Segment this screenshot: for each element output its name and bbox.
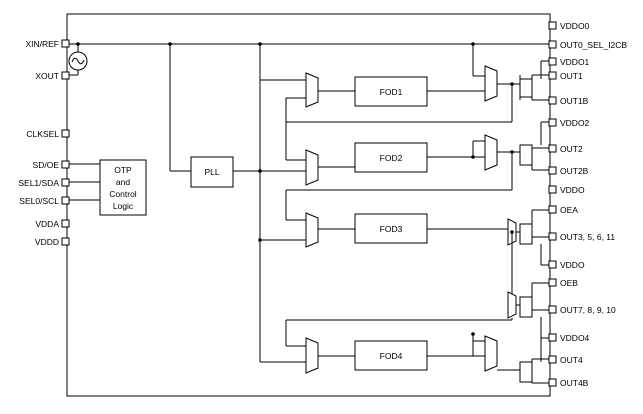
pin-label-out7: OUT7, 8, 9, 10 <box>560 305 616 315</box>
pin-out7 <box>548 305 557 314</box>
pin-vddd <box>61 237 70 246</box>
pin-out2 <box>548 144 557 153</box>
pin-label-sel1: SEL1/SDA <box>18 178 59 188</box>
pin-vddo2 <box>548 118 557 127</box>
otp-label-1: OTP <box>114 165 132 175</box>
pin-label-out3: OUT3, 5, 6, 11 <box>560 232 615 242</box>
pin-label-clksel: CLKSEL <box>26 129 59 139</box>
pin-xout <box>61 71 70 80</box>
out7-bank <box>286 282 549 339</box>
pin-label-vdda: VDDA <box>35 219 59 229</box>
pin-label-out2: OUT2 <box>560 144 583 154</box>
fod2-label: FOD2 <box>380 153 403 163</box>
pin-clksel <box>61 129 70 138</box>
pin-label-out1b: OUT1B <box>560 96 589 106</box>
pin-label-vddo4: VDDO4 <box>560 333 590 343</box>
pin-oea <box>548 205 557 214</box>
fod2-row: FOD2 <box>285 82 549 190</box>
pin-label-oea: OEA <box>560 205 578 215</box>
pin-sel0 <box>61 196 70 205</box>
fod1-row: FOD1 <box>260 42 549 108</box>
pin-label-vddo0: VDDO0 <box>560 21 590 31</box>
pin-label-vddo2: VDDO2 <box>560 118 590 128</box>
fod4-label: FOD4 <box>380 351 403 361</box>
pin-out3 <box>548 232 557 241</box>
pin-out1b <box>548 96 557 105</box>
pin-label-out2b: OUT2B <box>560 166 589 176</box>
oscillator-icon <box>68 51 88 71</box>
pin-oeb <box>548 278 557 287</box>
pin-out0 <box>548 40 557 49</box>
fod3-label: FOD3 <box>380 224 403 234</box>
otp-label-4: Logic <box>113 201 134 211</box>
pin-label-vddo1: VDDO1 <box>560 57 590 67</box>
fod3-row: FOD3 <box>260 189 549 295</box>
pin-label-sel0: SEL0/SCL <box>19 196 59 206</box>
pin-label-vddd: VDDD <box>35 237 59 247</box>
right-pins: VDDO0 OUT0_SEL_I2CB VDDO1 OUT1 OUT1B VDD… <box>548 21 627 388</box>
otp-label-2: and <box>116 177 130 187</box>
pin-label-oeb: OEB <box>560 278 578 288</box>
pll-block: PLL <box>169 44 306 188</box>
pin-vddo-a <box>548 185 557 194</box>
pin-vddo1 <box>548 57 557 66</box>
pin-label-sd-oe: SD/OE <box>33 160 60 170</box>
pin-out1 <box>548 71 557 80</box>
pin-sd-oe <box>61 160 70 169</box>
pin-label-vddo-b: VDDO <box>560 260 585 270</box>
pin-label-out1: OUT1 <box>560 71 583 81</box>
fod1-label: FOD1 <box>380 87 403 97</box>
pin-label-xout: XOUT <box>35 71 59 81</box>
pin-xin <box>61 39 70 48</box>
pin-out4b <box>548 378 557 387</box>
pin-label-out0: OUT0_SEL_I2CB <box>560 40 627 50</box>
otp-block: OTP and Control Logic <box>69 159 147 216</box>
pin-label-vddo-a: VDDO <box>560 185 585 195</box>
pll-label: PLL <box>204 167 219 177</box>
pin-out4 <box>548 355 557 364</box>
pin-vddo4 <box>548 333 557 342</box>
pin-label-out4b: OUT4B <box>560 378 589 388</box>
fod4-row: FOD4 <box>260 320 549 384</box>
pin-out2b <box>548 166 557 175</box>
pin-label-out4: OUT4 <box>560 355 583 365</box>
pin-vddo0 <box>548 21 557 30</box>
pin-label-xin: XIN/REF <box>25 39 59 49</box>
otp-label-3: Control <box>109 189 137 199</box>
pin-vddo-b <box>548 260 557 269</box>
pin-sel1 <box>61 178 70 187</box>
pin-vdda <box>61 219 70 228</box>
left-pins: XIN/REF XOUT CLKSEL SD/OE SEL1/SDA SEL0/… <box>18 39 70 247</box>
